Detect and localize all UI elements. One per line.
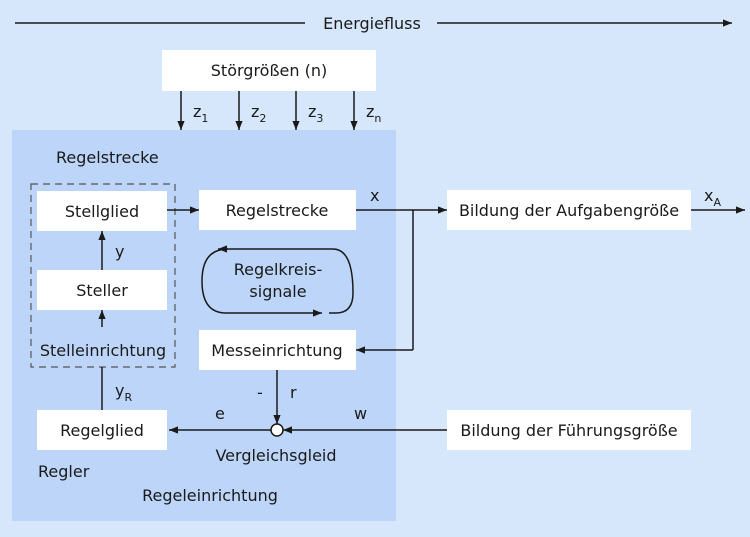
disturbances-label: Störgrößen (n) — [211, 61, 327, 80]
messeinrichtung-label: Messeinrichtung — [211, 341, 342, 360]
y-signal-label: y — [115, 242, 124, 261]
xA-signal-label: xA — [704, 186, 721, 209]
w-signal-label: w — [354, 404, 367, 423]
vergleichsglied-label: Vergleichsgleid — [215, 446, 336, 465]
stelleinrichtung-label: Stelleinrichtung — [40, 341, 166, 360]
regelstrecke-box — [199, 190, 356, 230]
stellglied-label: Stellglied — [65, 202, 139, 221]
regeleinrichtung-label: Regeleinrichtung — [142, 486, 278, 505]
aufgabengroesse-box — [447, 190, 691, 230]
stelleinrichtung-dashed-frame — [30, 183, 176, 368]
x-signal-label: x — [370, 186, 379, 205]
disturbance-label-z2: z2 — [251, 102, 266, 125]
r-signal-label: r — [290, 383, 297, 402]
disturbance-label-zn: zn — [366, 102, 381, 125]
regelglied-label: Regelglied — [60, 421, 144, 440]
regelglied-box — [37, 410, 167, 450]
stellglied-box — [37, 191, 167, 231]
fuehrungsgroesse-label: Bildung der Führungsgröße — [460, 421, 677, 440]
loop-curve-top — [230, 248, 354, 314]
messeinrichtung-box — [199, 330, 356, 370]
loop-label-line2: signale — [249, 282, 306, 301]
loop-curve-bottom — [201, 248, 322, 317]
aufgabengroesse-label: Bildung der Aufgabengröße — [459, 201, 679, 220]
disturbance-label-z3: z3 — [308, 102, 323, 125]
disturbances-box — [162, 50, 376, 91]
energy-flow-label: Energiefluss — [323, 14, 421, 33]
minus-sign-label: - — [257, 383, 263, 402]
vergleichsglied-circle — [270, 423, 284, 437]
disturbance-label-z1: z1 — [193, 102, 208, 125]
steller-label: Steller — [76, 281, 128, 300]
regler-label: Regler — [38, 462, 90, 481]
regelstrecke-label: Regelstrecke — [226, 201, 329, 220]
fuehrungsgroesse-box — [447, 410, 691, 450]
steller-box — [37, 270, 167, 310]
regelstrecke-heading: Regelstrecke — [56, 148, 159, 167]
loop-label-line1: Regelkreis- — [234, 260, 323, 279]
yR-signal-label: yR — [115, 381, 132, 404]
e-signal-label: e — [215, 404, 225, 423]
